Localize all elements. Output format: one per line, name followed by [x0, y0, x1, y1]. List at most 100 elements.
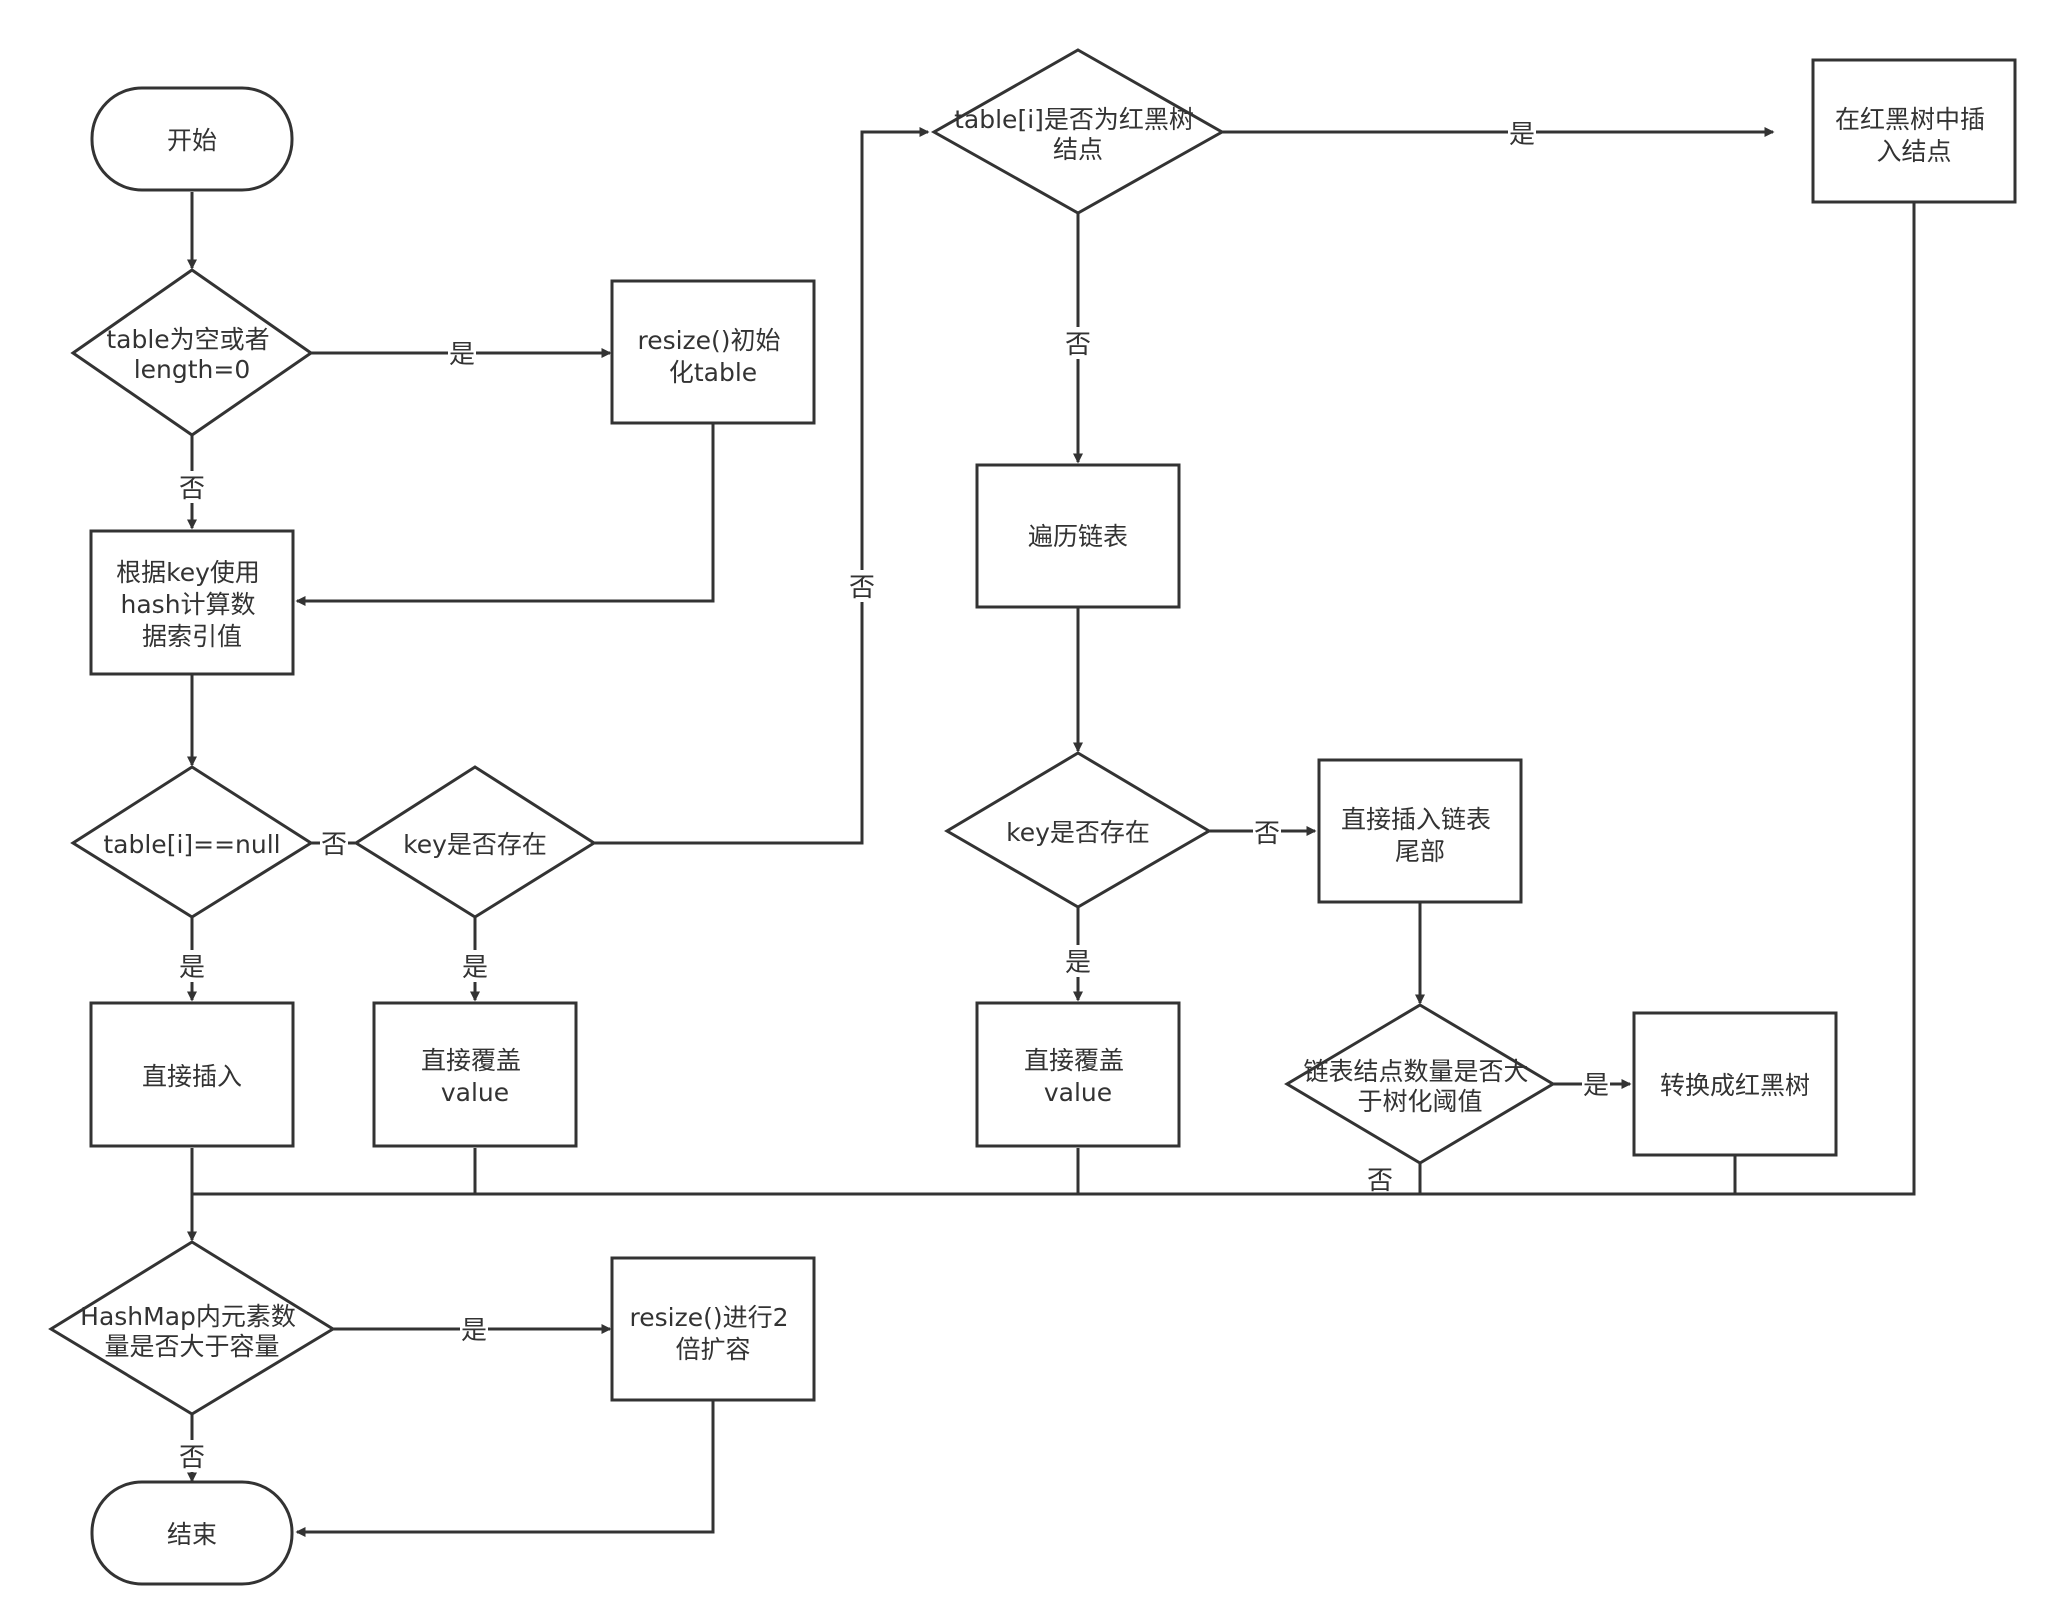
append-tail-process: [1317, 758, 1523, 904]
append-tail-line-2: 尾部: [1395, 837, 1445, 866]
null-yes-label: 是: [179, 953, 205, 983]
over-threshold-line-1: 链表结点数量是否大: [1304, 1057, 1529, 1086]
size-yes-label: 是: [461, 1316, 487, 1346]
threshold-yes-label: 是: [1583, 1071, 1609, 1101]
tree-insert-line-2: 入结点: [1876, 137, 1951, 166]
end-terminal: [90, 1480, 294, 1586]
table-null-decision: [70, 765, 314, 919]
empty-yes-label: 是: [449, 340, 475, 370]
threshold-yes-bg: [1582, 1068, 1610, 1100]
resize-double-line-2: 倍扩容: [675, 1335, 750, 1364]
table-empty-label: table为空或者 length=0: [106, 325, 277, 384]
table-null-line-1: table[i]==null: [103, 830, 280, 859]
append-tail-label: 直接插入链表 尾部: [1341, 805, 1499, 866]
null-yes-bg: [178, 950, 206, 982]
edge-labels: 是 否 是 否 是 否 是 否 是 否 是 否 是 否: [178, 117, 1610, 1473]
hash-index-process: [89, 529, 295, 676]
start-label: 开始: [167, 126, 217, 155]
edge-key1-no: [594, 127, 930, 845]
traverse-list-process: [975, 463, 1181, 609]
threshold-no-label: 否: [1367, 1166, 1393, 1196]
key1-yes-bg: [461, 950, 489, 982]
resize-init-line-2: 化table: [669, 358, 757, 387]
key2-yes-label: 是: [1065, 948, 1091, 978]
hash-index-line-3: 据索引值: [142, 622, 242, 651]
hash-index-label: 根据key使用 hash计算数 据索引值: [116, 558, 268, 651]
overwrite-1-line-2: value: [441, 1078, 509, 1107]
key1-no-label: 否: [849, 573, 875, 603]
tree-no-bg: [1064, 327, 1092, 359]
is-tree-node-decision: [930, 48, 1226, 215]
edge-merge-bus: [190, 203, 1916, 1196]
insert-direct-process: [89, 1001, 295, 1148]
empty-no-bg: [178, 471, 206, 503]
traverse-list-line-1: 遍历链表: [1028, 522, 1128, 551]
size-no-label: 否: [179, 1443, 205, 1473]
end-line-1: 结束: [167, 1520, 217, 1549]
key-exists-decision-1: [353, 765, 597, 919]
overwrite-2-line-2: value: [1044, 1078, 1112, 1107]
table-null-label: table[i]==null: [103, 830, 280, 859]
resize-double-label: resize()进行2 倍扩容: [630, 1303, 797, 1364]
insert-direct-line-1: 直接插入: [142, 1062, 242, 1091]
overwrite-2-label: 直接覆盖 value: [1024, 1046, 1132, 1107]
is-tree-node-line-2: 结点: [1053, 135, 1103, 164]
traverse-list-label: 遍历链表: [1028, 522, 1128, 551]
to-tree-label: 转换成红黑树: [1660, 1071, 1810, 1100]
tree-no-label: 否: [1065, 330, 1091, 360]
end-label: 结束: [167, 1520, 217, 1549]
tree-insert-process: [1811, 58, 2017, 204]
resize-init-label: resize()初始 化table: [637, 326, 788, 387]
tree-insert-label: 在红黑树中插 入结点: [1835, 105, 1993, 166]
nodes: [48, 48, 2017, 1586]
is-tree-node-label: table[i]是否为红黑树 结点: [954, 105, 1202, 164]
key-exists-2-label: key是否存在: [1006, 818, 1150, 847]
size-check-decision: [48, 1240, 336, 1416]
size-no-bg: [178, 1440, 206, 1472]
table-empty-decision: [70, 268, 314, 437]
overwrite-2-line-1: 直接覆盖: [1024, 1046, 1124, 1075]
empty-no-label: 否: [179, 474, 205, 504]
resize-double-process: [610, 1256, 816, 1402]
empty-yes-bg: [448, 337, 476, 369]
is-tree-node-line-1: table[i]是否为红黑树: [954, 105, 1194, 134]
size-check-label: HashMap内元素数 量是否大于容量: [80, 1302, 304, 1361]
table-empty-line-2: length=0: [134, 355, 251, 384]
over-threshold-line-2: 于树化阈值: [1357, 1087, 1482, 1116]
resize-init-process: [610, 279, 816, 425]
tree-insert-line-1: 在红黑树中插: [1835, 105, 1985, 134]
overwrite-1-line-1: 直接覆盖: [421, 1046, 521, 1075]
insert-direct-label: 直接插入: [142, 1062, 242, 1091]
hash-index-line-1: 根据key使用: [116, 558, 260, 587]
key-exists-decision-2: [944, 751, 1212, 909]
key1-no-bg: [848, 570, 876, 602]
to-tree-process: [1632, 1011, 1838, 1157]
edge-resize-init-to-hash: [295, 423, 715, 606]
size-yes-bg: [460, 1313, 488, 1345]
node-labels: 开始 table为空或者 length=0 resize()初始 化table …: [80, 105, 1993, 1549]
append-tail-line-1: 直接插入链表: [1341, 805, 1491, 834]
resize-init-line-1: resize()初始: [637, 326, 780, 355]
size-check-line-1: HashMap内元素数: [80, 1302, 296, 1331]
key1-yes-label: 是: [462, 953, 488, 983]
tree-yes-label: 是: [1509, 120, 1535, 150]
start-terminal: [90, 86, 294, 192]
key2-yes-bg: [1064, 945, 1092, 977]
null-no-bg: [320, 827, 348, 859]
table-empty-line-1: table为空或者: [106, 325, 269, 354]
over-threshold-label: 链表结点数量是否大 于树化阈值: [1304, 1057, 1537, 1116]
size-check-line-2: 量是否大于容量: [104, 1332, 279, 1361]
key-exists-1-line-1: key是否存在: [403, 830, 547, 859]
overwrite-value-process-1: [372, 1001, 578, 1148]
key2-no-bg: [1253, 816, 1281, 848]
overwrite-value-process-2: [975, 1001, 1181, 1148]
null-no-label: 否: [321, 830, 347, 860]
edge-resize-double-to-end: [295, 1400, 715, 1537]
over-threshold-decision: [1284, 1003, 1556, 1165]
overwrite-1-label: 直接覆盖 value: [421, 1046, 529, 1107]
key-exists-2-line-1: key是否存在: [1006, 818, 1150, 847]
key2-no-label: 否: [1254, 819, 1280, 849]
to-tree-line-1: 转换成红黑树: [1660, 1071, 1810, 1100]
hash-index-line-2: hash计算数: [121, 590, 256, 619]
